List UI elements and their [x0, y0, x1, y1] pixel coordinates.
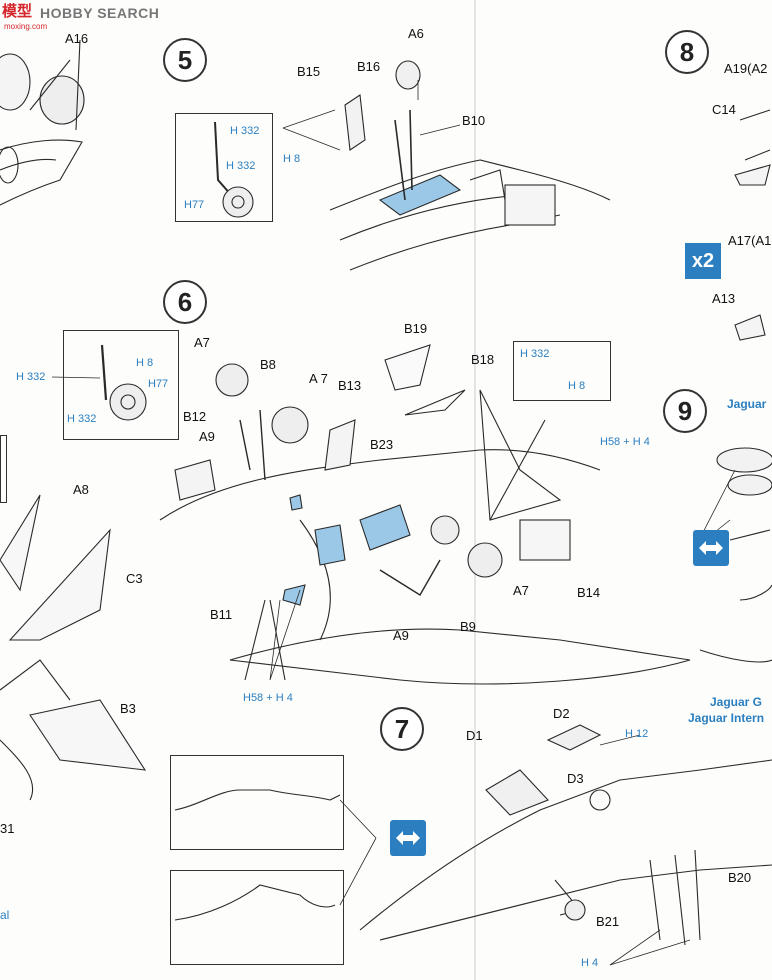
page-fold: [474, 0, 476, 980]
part-label: A6: [408, 26, 424, 41]
step-number-9: 9: [663, 389, 707, 433]
step7-canopy-box-closed: [170, 870, 344, 965]
part-label: C3: [126, 571, 143, 586]
paint-code: H 12: [625, 728, 649, 740]
part-label: B21: [596, 914, 620, 929]
part-label: B19: [404, 321, 428, 336]
paint-code: H 332: [16, 371, 46, 383]
watermark-logo: 模型: [2, 3, 33, 20]
part-label: B16: [357, 59, 381, 74]
paint-code: H 4: [581, 957, 599, 969]
part-label: A7: [513, 583, 529, 598]
part-label: A 7: [309, 371, 328, 386]
paint-code: H77: [184, 199, 205, 211]
variant-caption: Jaguar: [727, 397, 767, 411]
step6-detail-inset: [63, 330, 179, 440]
part-label: B11: [210, 607, 233, 622]
part-label: A9: [199, 429, 215, 444]
paint-code: H77: [148, 378, 169, 390]
paint-code: H 332: [226, 160, 256, 172]
part-label: A8: [73, 482, 89, 497]
paint-code: H 332: [520, 348, 550, 360]
part-label: B13: [338, 378, 362, 393]
part-label: B12: [183, 409, 207, 424]
part-label: A7: [194, 335, 210, 350]
variant-caption: al: [0, 908, 10, 922]
swap-arrows-icon: [693, 530, 729, 566]
paint-code: H58 + H 4: [243, 692, 293, 704]
paint-code: H 332: [230, 125, 260, 137]
step7-canopy-box-open: [170, 755, 344, 850]
part-label: B3: [120, 701, 136, 716]
paint-code: H 8: [568, 380, 586, 392]
part-label: A17(A1: [728, 233, 772, 248]
step5-detail-inset: [175, 113, 273, 222]
part-label: B15: [297, 64, 321, 79]
variant-caption: Jaguar Intern: [688, 711, 765, 725]
step-number-6: 6: [163, 280, 207, 324]
step6-antenna-inset: [513, 341, 611, 401]
part-label: A9: [393, 628, 409, 643]
part-label: B23: [370, 437, 394, 452]
left-edge-inset: [0, 435, 7, 503]
step-number-8: 8: [665, 30, 709, 74]
part-label: B9: [460, 619, 476, 634]
part-label: B18: [471, 352, 495, 367]
step-number-5: 5: [163, 38, 207, 82]
part-label: B20: [728, 870, 752, 885]
swap-arrows-icon: [699, 541, 723, 555]
part-label: A19(A2: [724, 61, 768, 76]
part-label: 31: [0, 821, 15, 836]
paint-code: H 8: [136, 357, 154, 369]
paint-code: H 8: [283, 153, 301, 165]
part-label: A16: [65, 31, 89, 46]
part-label: D3: [567, 771, 584, 786]
paint-code: H 332: [67, 413, 97, 425]
part-label: B14: [577, 585, 601, 600]
swap-arrows-icon: [390, 820, 426, 856]
part-label: B10: [462, 113, 486, 128]
part-label: C14: [712, 102, 736, 117]
part-label: A13: [712, 291, 736, 306]
paint-code: H58 + H 4: [600, 436, 650, 448]
variant-caption: Jaguar G: [710, 695, 763, 709]
step-number-7: 7: [380, 707, 424, 751]
part-label: D1: [466, 728, 483, 743]
watermark-url: moxing.com: [4, 22, 48, 31]
watermark: 模型 HOBBY SEARCH moxing.com: [2, 4, 159, 34]
part-label: D2: [553, 706, 570, 721]
quantity-x2-badge: x2: [685, 243, 721, 279]
part-label: B8: [260, 357, 276, 372]
swap-arrows-icon: [396, 831, 420, 845]
watermark-brand: HOBBY SEARCH: [40, 5, 160, 21]
